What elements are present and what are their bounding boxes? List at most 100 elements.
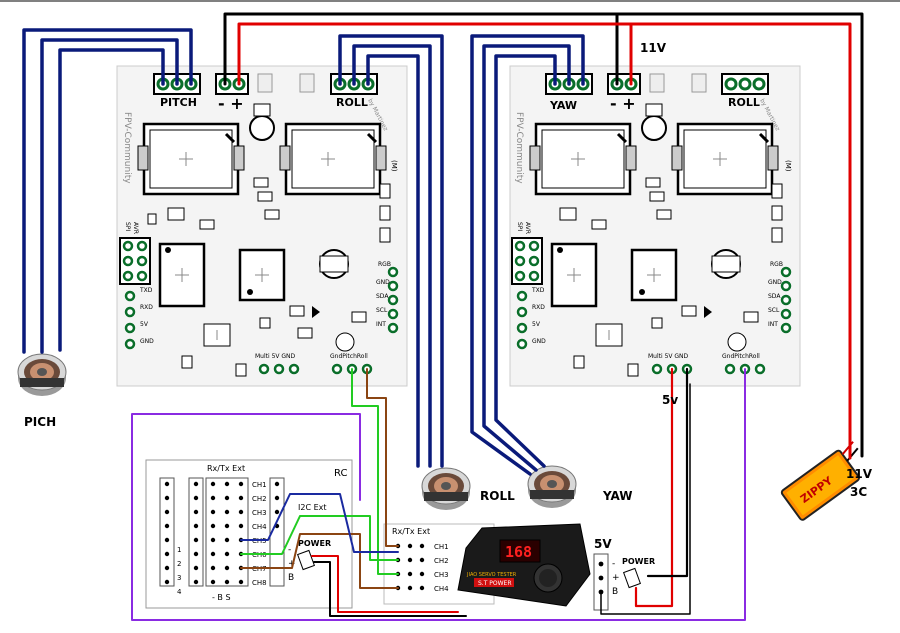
spi-label-left: SPI	[124, 222, 131, 231]
wire-positive-11v	[237, 22, 852, 460]
imu-chip-left	[238, 248, 286, 302]
roll-header-label-left: ROLL	[336, 96, 368, 109]
wire-i2c-blue	[240, 493, 399, 553]
label-3c: 3C	[850, 485, 867, 499]
pitch-header-label: PITCH	[160, 96, 197, 109]
motor-yaw	[527, 465, 577, 509]
pm-side-plus: +	[612, 573, 620, 583]
multi-label-right: Multi 5V GND	[648, 353, 689, 360]
label-motor-roll: ROLL	[480, 489, 515, 503]
avr-label-left: AVR	[132, 222, 139, 234]
wire-rc-power	[311, 555, 467, 617]
pm-power-plug	[622, 567, 642, 589]
power-polarity-left: - +	[218, 94, 244, 113]
mcu-right	[550, 242, 598, 308]
rx-ext-ch4: CH4	[434, 585, 449, 593]
tester-display: 168	[505, 543, 532, 561]
driver-chip-left-1	[137, 122, 245, 196]
i2c-pads-left	[387, 266, 399, 334]
i2c-label-gnd-left: GND	[376, 279, 390, 286]
i2c-label-scl-left: SCL	[376, 307, 388, 314]
rx-ext-ch1: CH1	[434, 543, 449, 551]
roll-header-label-right: ROLL	[728, 96, 760, 109]
wires-yaw-motor	[470, 34, 585, 476]
rc-side-b: B	[288, 573, 294, 583]
uart-label-5v-right: 5V	[532, 321, 541, 328]
wire-ground-11v	[223, 12, 864, 458]
uart-pads-left	[124, 290, 136, 350]
i2c-label-rgb-left: RGB	[378, 261, 391, 268]
driver-chip-right-1	[529, 122, 637, 196]
rx-ext-ch3: CH3	[434, 571, 449, 579]
vertical-text-right: FPV-Community	[514, 112, 524, 184]
gimbal-label-left: GndPitchRoll	[330, 353, 368, 360]
label-11v-top: 11V	[640, 41, 667, 55]
label-11v-battery: 11V	[846, 467, 873, 481]
rc-power-label: POWER	[298, 539, 331, 548]
rc-ch1: CH1	[252, 481, 267, 489]
label-power-5v: 5V	[594, 537, 612, 551]
lipo-battery: ZIPPY	[780, 441, 860, 521]
pm-side-minus: -	[612, 559, 615, 569]
motor-roll	[421, 467, 471, 511]
rev-text-right: (M)	[784, 160, 792, 172]
wire-rc-purple	[131, 368, 746, 621]
wire-5v	[600, 367, 691, 615]
multi-label-left: Multi 5V GND	[255, 353, 296, 360]
tester-model: S.T POWER	[478, 580, 512, 587]
label-motor-pich: PICH	[24, 415, 56, 429]
tester-brand: JIAO SERVO TESTER	[466, 572, 517, 578]
mcu-left	[158, 242, 206, 308]
rc-ch2: CH2	[252, 495, 267, 503]
power-header-left	[215, 73, 249, 95]
i2c-pads-right	[780, 266, 792, 334]
spi-label-right: SPI	[516, 222, 523, 231]
wire-signal-brown	[240, 368, 399, 589]
driver-chip-right-2	[671, 122, 779, 196]
rc-ch4: CH4	[252, 523, 267, 531]
pm-side-b: B	[612, 587, 618, 597]
crystal-left	[319, 249, 349, 279]
i2c-label-scl-right: SCL	[768, 307, 780, 314]
power-polarity-right: - +	[610, 94, 636, 113]
controller-board-left: PITCH - + ROLL by Martinez FPV-Community…	[116, 65, 408, 387]
rc-side-minus: -	[288, 545, 291, 555]
wires-roll-motor	[338, 34, 444, 468]
rc-row-1: 1	[177, 546, 181, 554]
wires-pitch-motor	[22, 28, 193, 354]
rc-pin-block	[159, 477, 285, 587]
rc-side-plus: +	[288, 559, 296, 569]
rc-row-2: 2	[177, 560, 181, 568]
rc-bottom-label: - B S	[212, 593, 231, 602]
rc-ch8: CH8	[252, 579, 267, 587]
rc-power-plug	[296, 549, 316, 571]
uart-label-5v-left: 5V	[140, 321, 149, 328]
crystal-right	[711, 249, 741, 279]
i2c-label-sda-left: SDA	[376, 293, 389, 300]
rx-ext-header: Rx/Tx Ext	[392, 527, 430, 536]
uart-label-tx-right: TXD	[531, 287, 545, 294]
power-module-right: - + B POWER	[593, 553, 655, 611]
multi-header-left	[258, 363, 300, 375]
label-5v: 5v	[662, 393, 678, 407]
uart-label-tx-left: TXD	[139, 287, 153, 294]
imu-chip-right	[630, 248, 678, 302]
uart-label-gnd-right: GND	[532, 338, 546, 345]
servo-tester: 168 JIAO SERVO TESTER S.T POWER	[457, 523, 591, 607]
rc-i2c-ext: I2C Ext	[298, 503, 327, 512]
motor-pitch	[17, 353, 67, 397]
yaw-header-label: YAW	[549, 99, 577, 112]
wire-signal-green	[240, 368, 399, 575]
roll-header-right	[721, 73, 769, 95]
gimbal-label-right: GndPitchRoll	[722, 353, 760, 360]
uart-label-gnd-left: GND	[140, 338, 154, 345]
power-header-right	[607, 73, 641, 95]
rc-row-4: 4	[177, 588, 182, 596]
i2c-label-gnd-right: GND	[768, 279, 782, 286]
uart-pads-right	[516, 290, 528, 350]
spi-header-left	[119, 237, 151, 285]
i2c-label-int-left: INT	[376, 321, 386, 328]
controller-board-right: YAW - + ROLL by Martinez FPV-Community (…	[509, 65, 801, 387]
